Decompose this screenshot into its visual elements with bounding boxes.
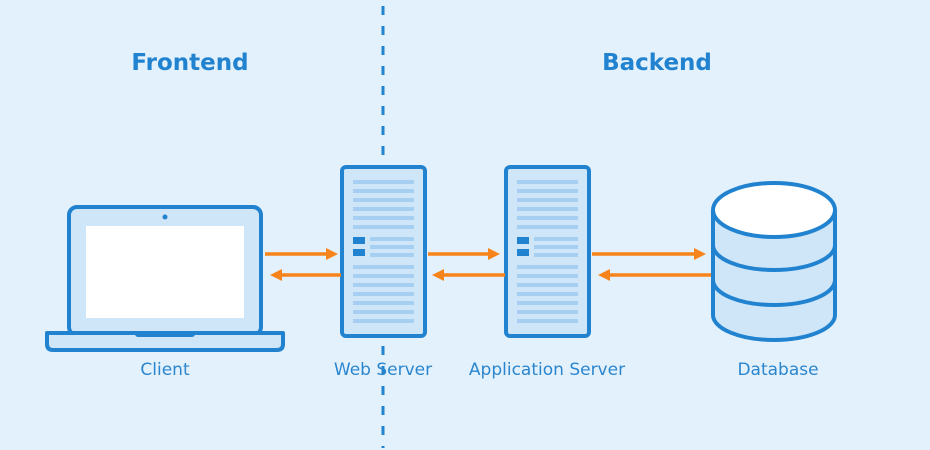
web-server-to-app-server-arrow (428, 248, 500, 260)
app-server-to-web-server-arrow (432, 269, 505, 281)
database-to-app-server-arrow (598, 269, 711, 281)
database-icon (711, 181, 837, 342)
frontend-heading: Frontend (131, 50, 249, 76)
database-label: Database (737, 360, 819, 380)
backend-heading: Backend (602, 50, 712, 76)
application-server-icon (504, 165, 591, 338)
client-label: Client (140, 360, 190, 380)
laptop-icon (45, 205, 285, 352)
app-server-to-database-arrow (592, 248, 706, 260)
application-server-label: Application Server (468, 360, 626, 380)
web-server-icon (340, 165, 427, 338)
web-server-label: Web Server (333, 360, 433, 380)
client-to-web-server-arrow (265, 248, 338, 260)
web-server-to-client-arrow (270, 269, 341, 281)
